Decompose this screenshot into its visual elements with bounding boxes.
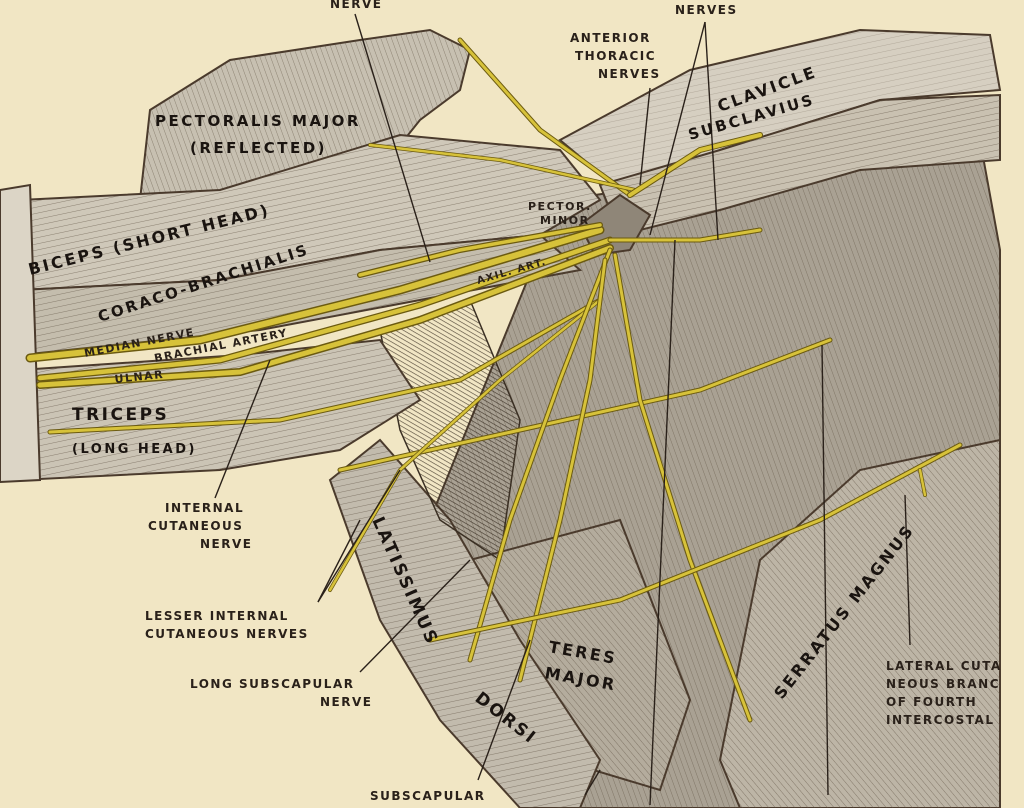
label-pector-minor-2: MINOR [540, 214, 590, 227]
nerve-network [25, 37, 963, 723]
label-lateral-cutaneous-3: OF FOURTH [886, 695, 977, 709]
label-lesser-internal-1: LESSER INTERNAL [145, 609, 289, 623]
label-pectoralis-major: PECTORALIS MAJOR [155, 112, 361, 130]
label-internal-cutaneous-2: CUTANEOUS [148, 519, 243, 533]
label-internal-cutaneous-3: NERVE [200, 537, 252, 551]
label-lateral-cutaneous-4: INTERCOSTAL [886, 713, 994, 727]
label-subscapular: SUBSCAPULAR [370, 789, 485, 803]
label-anterior-thoracic-3: NERVES [598, 67, 661, 81]
leader-lines [214, 13, 911, 806]
label-pector-minor-1: PECTOR. [528, 200, 592, 213]
label-anterior-thoracic-2: THORACIC [575, 49, 656, 63]
label-internal-cutaneous-1: INTERNAL [165, 501, 244, 515]
label-long-subscapular-2: NERVE [320, 695, 372, 709]
label-lesser-internal-2: CUTANEOUS NERVES [145, 627, 309, 641]
label-reflected: (REFLECTED) [190, 139, 327, 157]
arm-cut-end [0, 183, 42, 484]
label-top-nerves: NERVES [675, 3, 738, 17]
label-long-subscapular-1: LONG SUBSCAPULAR [190, 677, 354, 691]
label-anterior-thoracic-1: ANTERIOR [570, 31, 651, 45]
label-lateral-cutaneous-1: LATERAL CUTA [886, 659, 1002, 673]
label-top-nerve: NERVE [330, 0, 382, 11]
label-triceps: TRICEPS [72, 405, 169, 425]
label-long-head: (LONG HEAD) [72, 442, 197, 457]
label-ulnar: ULNAR [114, 368, 165, 386]
label-lateral-cutaneous-2: NEOUS BRANC [886, 677, 1000, 691]
